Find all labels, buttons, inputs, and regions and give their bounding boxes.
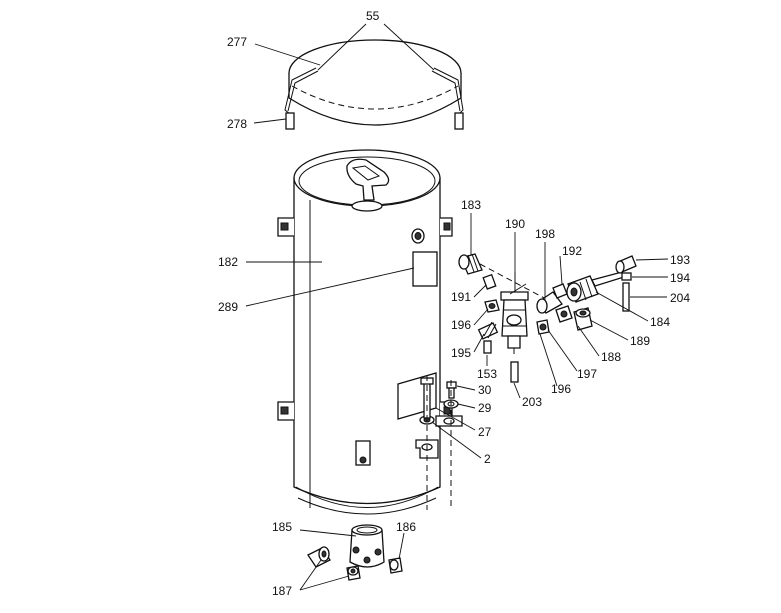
callout-196-left: 196 xyxy=(451,318,471,332)
top-cover xyxy=(288,39,462,126)
callout-2: 2 xyxy=(484,452,491,466)
callout-190: 190 xyxy=(505,217,525,231)
fitting-196-right xyxy=(536,319,550,335)
gasket-27 xyxy=(435,415,463,427)
callout-27: 27 xyxy=(478,425,492,439)
ball-valve-184 xyxy=(566,271,625,303)
fitting-186 xyxy=(388,557,403,574)
fitting-196-left xyxy=(484,299,500,313)
callout-189: 189 xyxy=(630,334,650,348)
callout-183: 183 xyxy=(461,198,481,212)
leader-lines xyxy=(245,23,669,591)
callout-289: 289 xyxy=(218,300,238,314)
callout-185: 185 xyxy=(272,520,292,534)
fitting-194 xyxy=(621,272,632,281)
callout-182: 182 xyxy=(218,255,238,269)
tank-port-lower xyxy=(355,440,371,466)
callout-30: 30 xyxy=(478,383,492,397)
fitting-183 xyxy=(458,253,483,275)
callout-197: 197 xyxy=(577,367,597,381)
cover-bracket-right xyxy=(431,67,464,130)
callout-labels: 55 277 278 183 190 198 192 193 194 204 1… xyxy=(218,9,690,598)
callout-184: 184 xyxy=(650,315,670,329)
callout-278: 278 xyxy=(227,117,247,131)
callout-192: 192 xyxy=(562,244,582,258)
callout-195: 195 xyxy=(451,346,471,360)
callout-203: 203 xyxy=(522,395,542,409)
nipple-195 xyxy=(477,321,499,340)
fitting-187-left xyxy=(307,546,331,568)
fitting-187-right xyxy=(346,565,361,581)
tube-203 xyxy=(510,361,519,383)
callout-198: 198 xyxy=(535,227,555,241)
tee-188 xyxy=(573,307,593,331)
centerline-guides xyxy=(426,375,452,510)
callout-191: 191 xyxy=(451,290,471,304)
callout-29: 29 xyxy=(478,401,492,415)
cover-bracket-left xyxy=(284,67,319,130)
filter-regulator-190 xyxy=(500,272,529,354)
nipple-191 xyxy=(482,273,497,290)
bushing-197 xyxy=(555,305,573,323)
callout-188: 188 xyxy=(601,350,621,364)
connection-line xyxy=(479,263,549,301)
data-label-plate xyxy=(412,251,438,287)
callout-153: 153 xyxy=(477,367,497,381)
drain-tube-204 xyxy=(622,282,630,312)
plug-153 xyxy=(483,340,492,354)
callout-194: 194 xyxy=(670,271,690,285)
callout-55: 55 xyxy=(366,9,380,23)
fitting-193 xyxy=(615,255,637,274)
tank-port-upper xyxy=(411,228,425,244)
callout-186: 186 xyxy=(396,520,416,534)
callout-193: 193 xyxy=(670,253,690,267)
callout-196-right: 196 xyxy=(551,382,571,396)
callout-204: 204 xyxy=(670,291,690,305)
callout-187: 187 xyxy=(272,584,292,598)
callout-277: 277 xyxy=(227,35,247,49)
manifold-185 xyxy=(349,524,385,568)
tank-handle xyxy=(346,158,390,212)
